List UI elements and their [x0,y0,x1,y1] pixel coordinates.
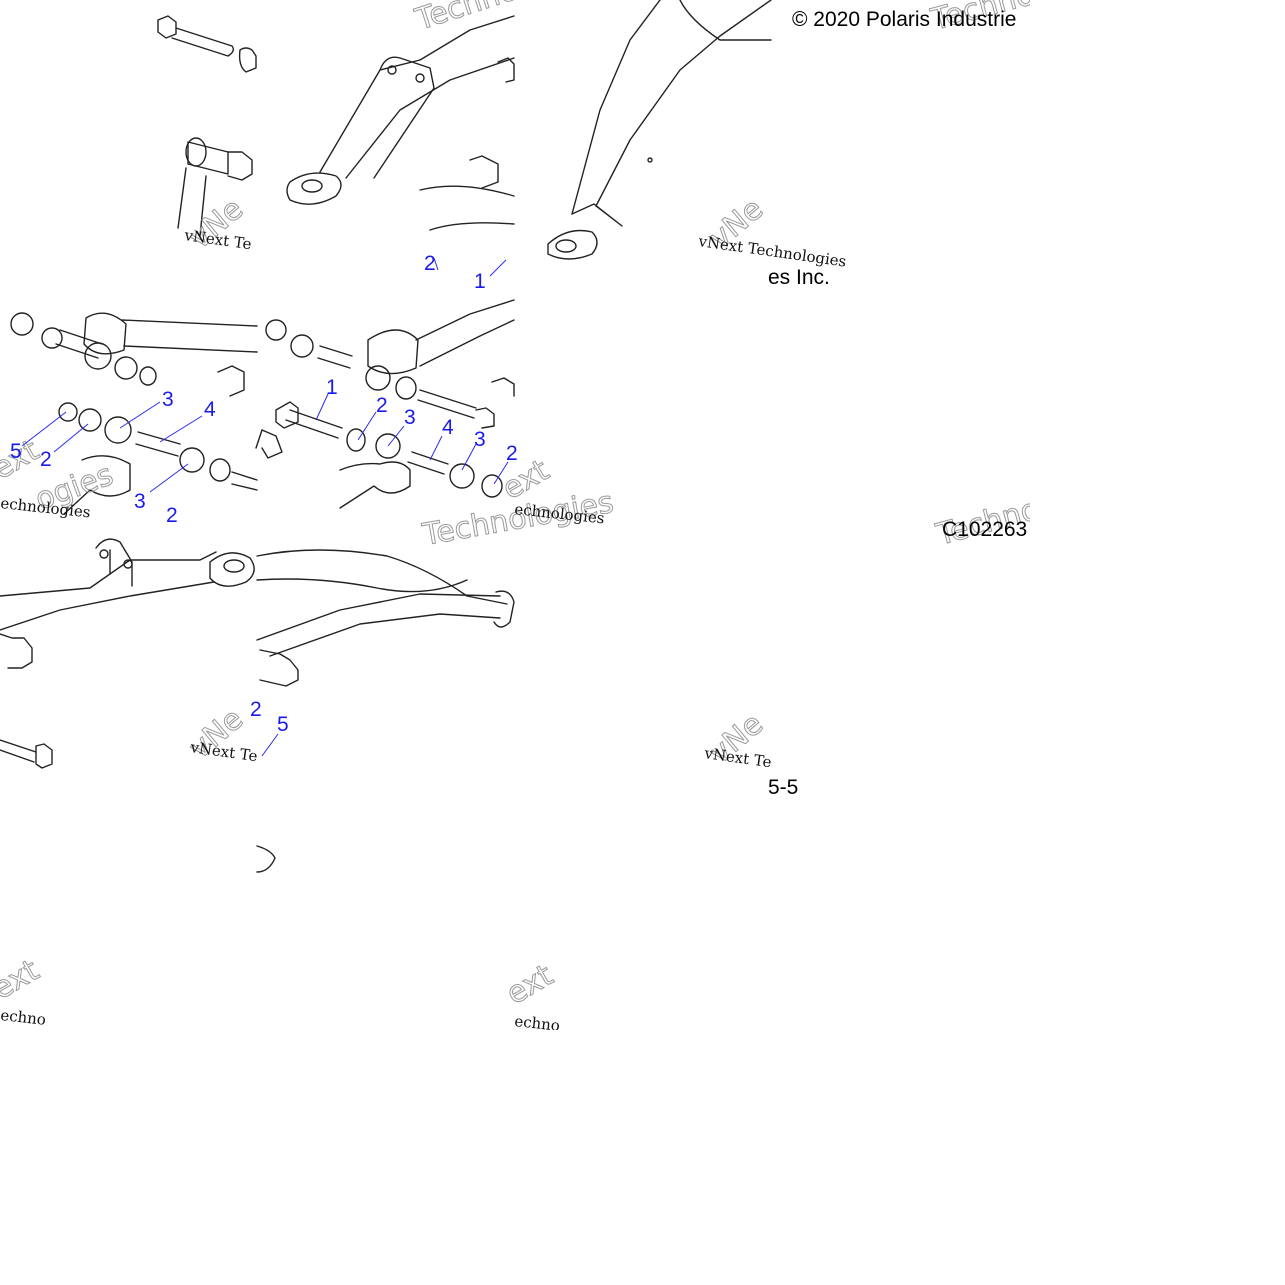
callout-number: 2 [166,504,178,527]
bolt-assembly-top-left [157,15,257,237]
callout-number: 2 [376,394,388,417]
leader-lines [21,257,509,757]
caption-texts: © 2020 Polaris Industrie es Inc. C102263… [768,8,1027,799]
callout-number: 4 [204,398,216,421]
page-fragment: 5-5 [768,776,798,799]
callout-number: 3 [404,406,416,429]
callout-number: 2 [424,252,436,275]
callout-number: 3 [134,490,146,513]
callout-number: 1 [474,270,486,293]
bushing-exploded-left [10,312,263,515]
callout-number: 2 [250,698,262,721]
watermark-big: ext [0,433,45,487]
callout-number: 2 [40,448,52,471]
watermark-text: echno [514,1012,561,1035]
watermark-text: vNext Technologies [696,232,847,271]
copyright-text: © 2020 Polaris Industrie [792,8,1016,31]
copyright-fragment: es Inc. [768,266,830,289]
a-arm-bracket-top [286,15,515,231]
watermark-text: vNext Te [188,738,258,765]
callout-number: 3 [474,428,486,451]
figure-id: C102263 [942,518,1027,541]
callout-number: 4 [442,416,454,439]
bushing-exploded-center [261,299,515,509]
watermark-text: vNext Te [702,744,772,771]
callout-number: 5 [277,713,289,736]
callout-number: 2 [506,442,518,465]
watermark-text: vNext Te [182,226,252,253]
watermark-big: ext [501,958,560,1012]
watermark-text: echno [0,1006,47,1029]
watermark-layer: Techno vNe vNe ext ogies ext Technologie… [0,0,1044,1035]
lower-a-arm-right [256,549,515,873]
watermark-big: ext [0,953,45,1007]
callout-number: 5 [10,440,22,463]
callouts: 2 1 5 2 3 4 3 2 1 2 3 4 3 2 2 5 [10,252,518,736]
callout-number: 1 [326,376,338,399]
lower-a-arm-left [0,538,255,769]
upper-a-arm-tube [547,0,772,260]
callout-number: 3 [162,388,174,411]
